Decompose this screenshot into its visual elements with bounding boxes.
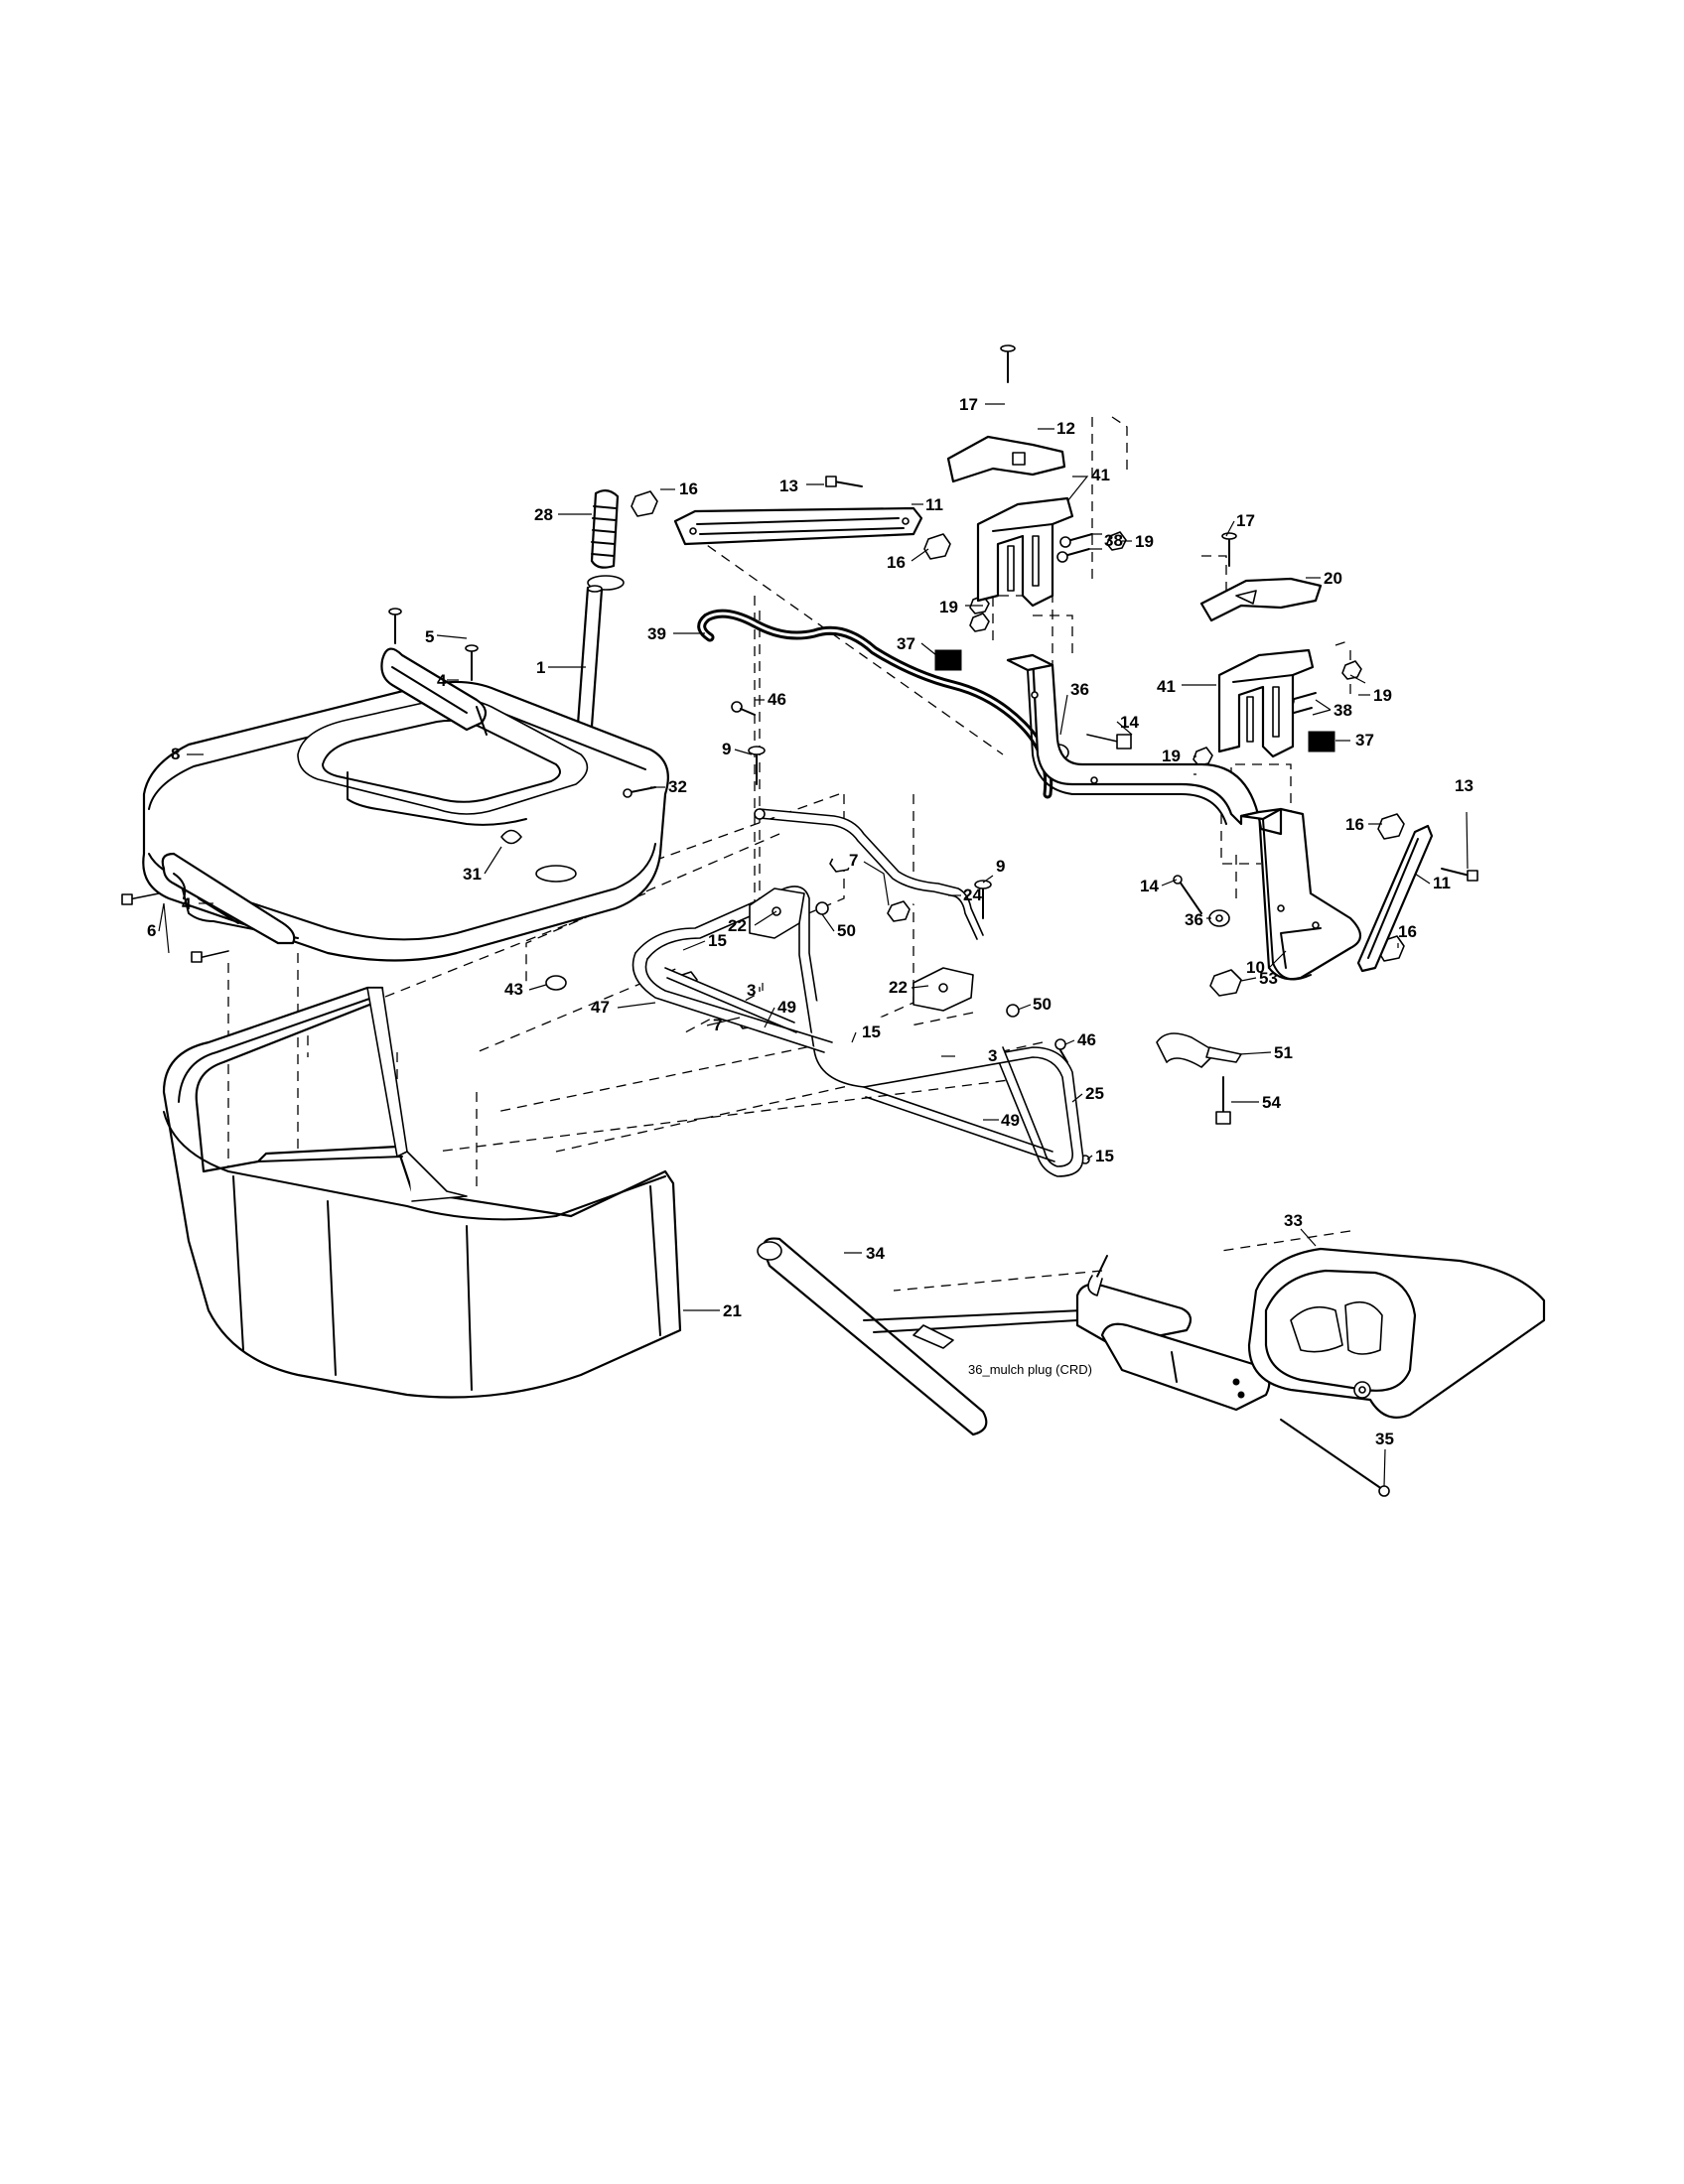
callout-16: 16: [679, 479, 698, 498]
callout-6: 6: [147, 921, 156, 940]
callout-labels: 17 12 16 13 11 41 28 16 19 38 17 20 19 3…: [147, 395, 1474, 1448]
callout-9: 9: [996, 857, 1005, 876]
bracket-part-20: [1199, 577, 1323, 622]
callout-46: 46: [1077, 1030, 1096, 1049]
grip-part-28: [587, 489, 625, 591]
callout-33: 33: [1284, 1211, 1303, 1230]
callout-38: 38: [1104, 531, 1123, 550]
callout-12: 12: [1056, 419, 1075, 438]
callout-37: 37: [1355, 731, 1374, 750]
callout-17: 17: [959, 395, 978, 414]
rod-part-24: [754, 808, 984, 940]
callout-21: 21: [723, 1301, 742, 1320]
callout-36: 36: [1185, 910, 1203, 929]
callout-47: 47: [591, 998, 610, 1017]
frame-part-10: [1006, 653, 1362, 981]
leader-lines: [158, 403, 1469, 1487]
callout-38: 38: [1333, 701, 1352, 720]
callout-16: 16: [1398, 922, 1417, 941]
callout-39: 39: [647, 624, 666, 643]
callout-15: 15: [708, 931, 727, 950]
mount-part-41-top: [976, 496, 1074, 608]
callout-14: 14: [1120, 713, 1139, 732]
callout-10: 10: [1246, 958, 1265, 977]
callout-7: 7: [849, 851, 858, 870]
bar-part-11-top: [673, 506, 923, 546]
callout-31: 31: [463, 865, 482, 884]
callout-37: 37: [897, 634, 915, 653]
callout-16: 16: [887, 553, 906, 572]
callout-4: 4: [437, 671, 447, 690]
callout-46: 46: [768, 690, 786, 709]
callout-53: 53: [1259, 969, 1278, 988]
callout-3: 3: [747, 981, 756, 1000]
callout-35: 35: [1375, 1430, 1394, 1448]
callout-34: 34: [866, 1244, 885, 1263]
callout-54: 54: [1262, 1093, 1281, 1112]
handle-part-4-top: [380, 647, 488, 736]
callout-50: 50: [837, 921, 856, 940]
callout-9: 9: [722, 740, 731, 758]
callout-15: 15: [1095, 1147, 1114, 1165]
handle-part-4-left: [161, 852, 296, 945]
bag-base-part-21: [162, 986, 682, 1399]
callout-11: 11: [1433, 874, 1451, 892]
callout-41: 41: [1091, 466, 1110, 484]
callout-1: 1: [536, 658, 545, 677]
frame-part-25: [632, 886, 1084, 1177]
cable-part-39: [697, 609, 1053, 799]
mount-part-41-right: [1217, 648, 1315, 758]
callout-19: 19: [1162, 747, 1181, 765]
callout-50: 50: [1033, 995, 1052, 1014]
callout-13: 13: [1455, 776, 1474, 795]
callout-16: 16: [1345, 815, 1364, 834]
callout-4: 4: [182, 894, 192, 913]
callout-32: 32: [668, 777, 687, 796]
callout-19: 19: [939, 598, 958, 616]
callout-8: 8: [171, 745, 180, 763]
callout-49: 49: [777, 998, 796, 1017]
callout-22: 22: [728, 916, 747, 935]
callout-11: 11: [925, 495, 943, 514]
callout-43: 43: [504, 980, 523, 999]
mulch-assembly: [757, 1237, 1546, 1497]
callout-51: 51: [1274, 1043, 1293, 1062]
bar-part-11-right: [1356, 824, 1434, 973]
callout-14: 14: [1140, 877, 1159, 895]
callout-41: 41: [1157, 677, 1176, 696]
callout-22: 22: [889, 978, 908, 997]
callout-7: 7: [713, 1016, 722, 1034]
callout-17: 17: [1236, 511, 1255, 530]
callout-19: 19: [1135, 532, 1154, 551]
callout-3: 3: [988, 1046, 997, 1065]
bag-cover-part-8: [142, 680, 669, 962]
callout-24: 24: [963, 886, 982, 904]
callout-19: 19: [1373, 686, 1392, 705]
callout-20: 20: [1324, 569, 1342, 588]
callout-5: 5: [425, 627, 434, 646]
callout-28: 28: [534, 505, 553, 524]
callout-25: 25: [1085, 1084, 1104, 1103]
callout-13: 13: [779, 477, 798, 495]
bracket-part-12: [946, 435, 1066, 483]
callout-36: 36: [1070, 680, 1089, 699]
callout-49: 49: [1001, 1111, 1020, 1130]
callout-15: 15: [862, 1023, 881, 1041]
mulch-plug-note: 36_mulch plug (CRD): [968, 1362, 1092, 1377]
